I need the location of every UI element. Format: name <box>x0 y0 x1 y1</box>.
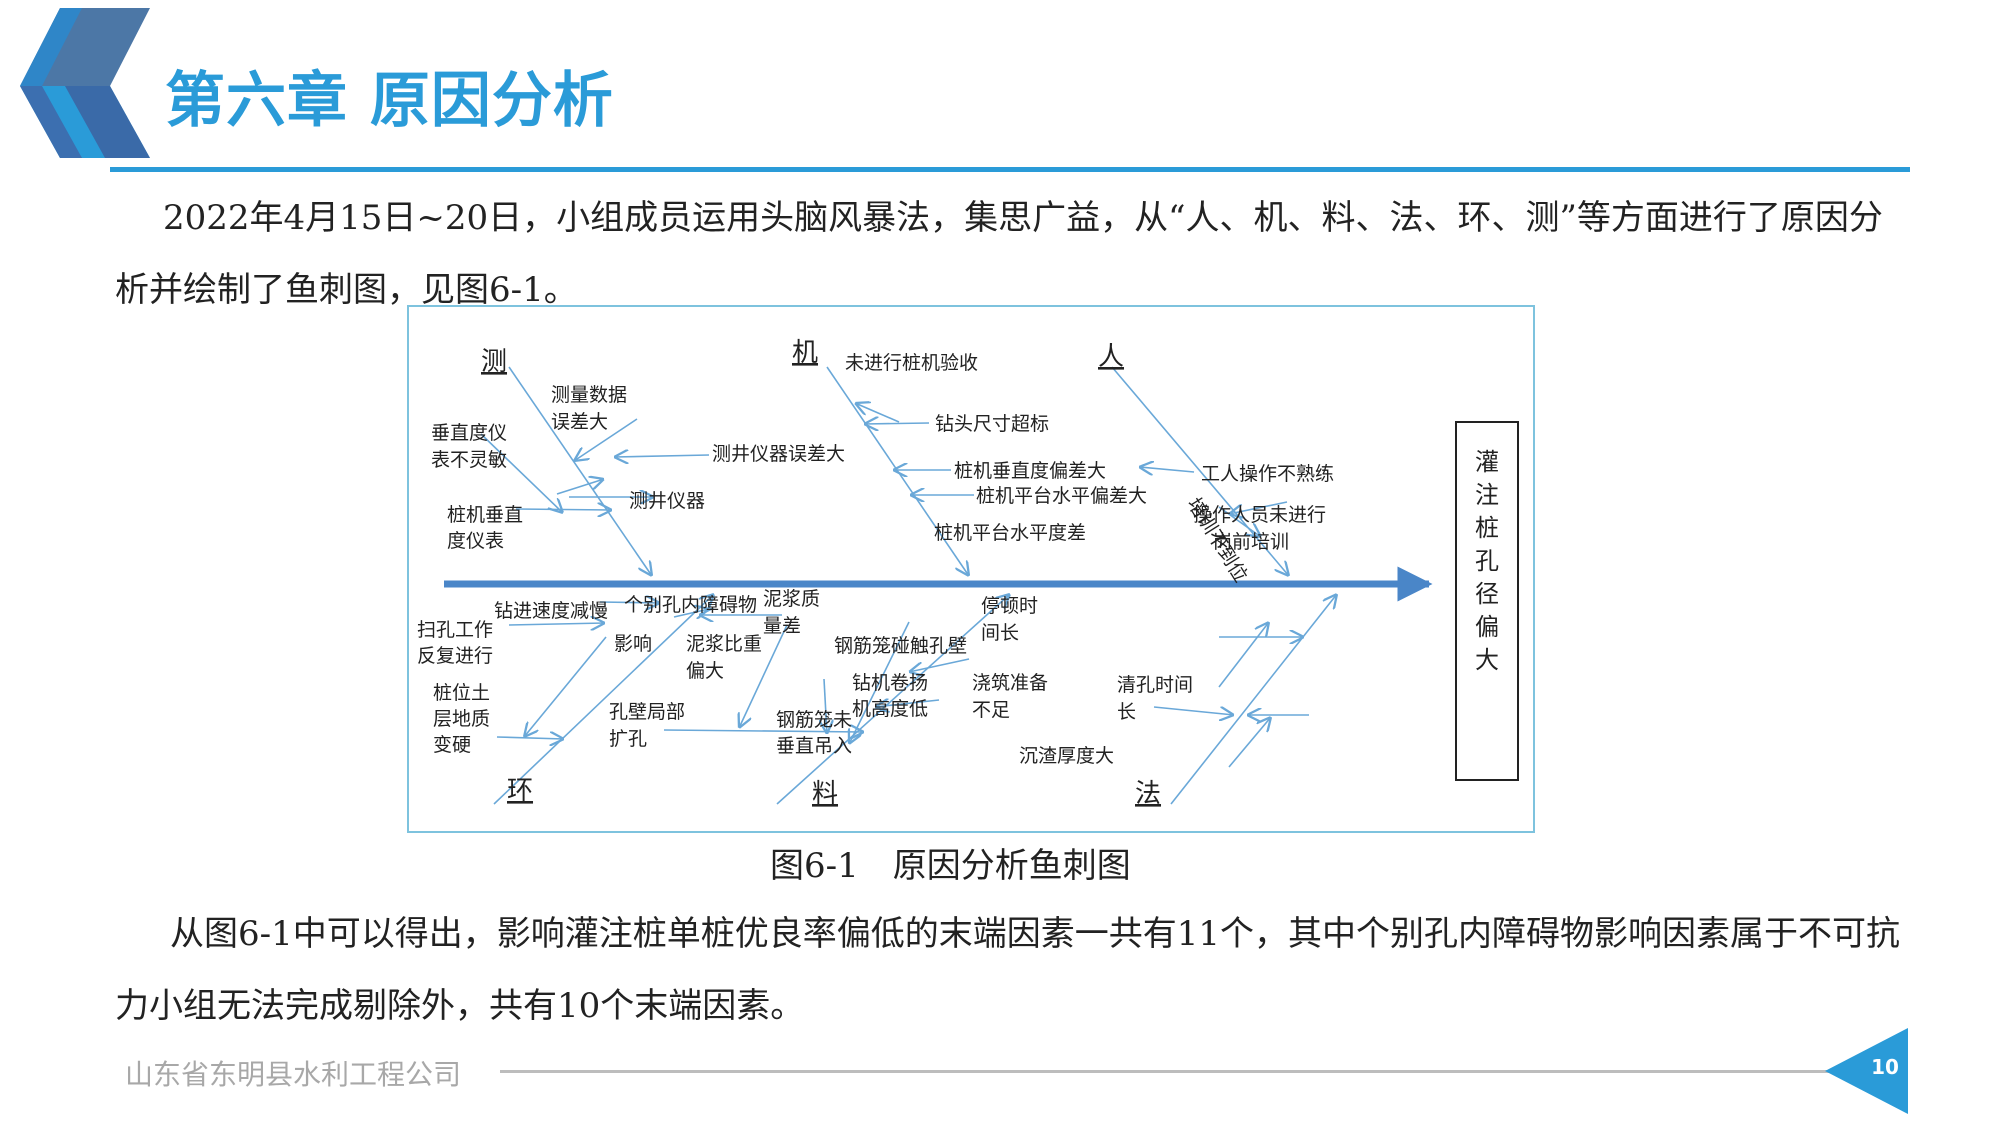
ren-cause-3b: 岗前培训 <box>1213 531 1289 553</box>
huan-arrow-3 <box>524 636 607 737</box>
bone-ji <box>826 366 969 576</box>
ren-arrow-3 <box>1218 506 1261 537</box>
liao-cause-3b: 偏大 <box>686 660 724 682</box>
liao-arrow-4 <box>824 678 827 734</box>
ren-cause-3a: 操作人员未进行 <box>1193 504 1326 526</box>
fa-cause-3b: 长 <box>1117 701 1136 723</box>
ce-arrow-3 <box>614 455 710 457</box>
ce-cause-2b: 表不灵敏 <box>431 449 507 471</box>
head-char-2: 注 <box>1475 481 1499 509</box>
liao-cause-6b: 机高度低 <box>852 698 928 720</box>
head-char-6: 偏 <box>1475 613 1499 641</box>
liao-cause-6a: 钻机卷扬 <box>852 672 928 694</box>
ce-arrow-4 <box>556 479 604 495</box>
ji-cause-1: 未进行桩机验收 <box>845 352 978 374</box>
huan-cause-1: 钻进速度减慢 <box>494 600 608 622</box>
liao-cause-4a: 孔壁局部 <box>609 701 685 723</box>
bone-ce <box>508 366 652 576</box>
ren-cause-1: 工人操作不熟练 <box>1201 463 1334 485</box>
intro-paragraph: 2022年4月15日~20日，小组成员运用头脑风暴法，集思广益，从“人、机、料、… <box>115 198 1883 310</box>
fa-arrow-5 <box>1228 717 1271 768</box>
huan-cause-3b: 层地质 <box>433 708 490 730</box>
page-badge-icon <box>1825 1028 1908 1114</box>
liao-cause-1b: 影响 <box>614 633 652 655</box>
ren-arrow-1 <box>1139 467 1195 472</box>
ce-cause-4: 测井仪器 <box>629 490 705 512</box>
page-number: 10 <box>1871 1055 1899 1079</box>
liao-cause-2a: 泥浆质 <box>763 588 820 610</box>
fa-arrow-3 <box>1153 706 1234 715</box>
ce-arrow-6 <box>515 509 612 510</box>
category-fa: 法 <box>1135 779 1161 809</box>
ce-arrow-2 <box>480 433 563 513</box>
huan-cause-3a: 桩位土 <box>433 682 490 704</box>
title-divider <box>110 167 1910 172</box>
liao-cause-2b: 量差 <box>763 615 801 637</box>
liao-cause-1a: 个别孔内障碍物 <box>624 594 757 616</box>
huan-cause-2b: 反复进行 <box>417 645 493 667</box>
ce-cause-2a: 垂直度仪 <box>431 422 507 444</box>
bone-ren <box>1111 366 1289 576</box>
huan-arrow-2 <box>508 623 605 625</box>
liao-cause-5: 钢筋笼碰触孔壁 <box>834 635 967 657</box>
category-ce: 测 <box>481 347 507 377</box>
ce-cause-5a: 桩机垂直 <box>447 504 523 526</box>
liao-cause-4b: 扩孔 <box>609 728 647 750</box>
company-name: 山东省东明县水利工程公司 <box>125 1058 462 1091</box>
liao-arrow-8 <box>849 621 910 744</box>
fa-cause-2b: 不足 <box>972 699 1010 721</box>
fa-cause-3a: 清孔时间 <box>1117 674 1193 696</box>
ce-cause-3: 测井仪器误差大 <box>712 443 845 465</box>
fa-cause-2a: 浇筑准备 <box>972 672 1048 694</box>
ce-cause-5b: 度仪表 <box>447 530 504 552</box>
ji-cause-4: 桩机平台水平偏差大 <box>976 485 1147 507</box>
liao-arrow-5 <box>909 658 970 672</box>
fa-arrow-2 <box>1218 622 1269 688</box>
page-title: 第六章 原因分析 <box>165 66 614 136</box>
head-char-3: 桩 <box>1475 514 1499 542</box>
ce-cause-1b: 误差大 <box>551 411 608 433</box>
category-liao: 料 <box>812 779 838 809</box>
bone-liao <box>776 594 1010 805</box>
fa-cause-1a: 停顿时 <box>981 595 1038 617</box>
fishbone-head-box <box>1455 421 1519 781</box>
fa-cause-1b: 间长 <box>981 622 1019 644</box>
head-char-5: 径 <box>1475 580 1499 608</box>
liao-arrow-3 <box>739 624 788 728</box>
ce-arrow-1 <box>574 418 638 461</box>
ji-arrow-2 <box>864 423 930 424</box>
liao-cause-7a: 钢筋笼未 <box>776 709 852 731</box>
category-ren: 人 <box>1098 342 1124 372</box>
fa-cause-4: 沉渣厚度大 <box>1019 745 1114 767</box>
ren-arrow-2 <box>1229 501 1288 514</box>
ji-cause-2: 钻头尺寸超标 <box>935 413 1049 435</box>
figure-caption: 图6-1 原因分析鱼刺图 <box>770 846 1131 886</box>
category-ji: 机 <box>792 338 818 368</box>
ji-cause-3: 桩机垂直度偏差大 <box>954 460 1106 482</box>
conclusion-paragraph: 从图6-1中可以得出，影响灌注桩单桩优良率偏低的末端因素一共有11个，其中个别孔… <box>115 914 1901 1026</box>
liao-arrow-6 <box>875 700 940 707</box>
head-char-4: 孔 <box>1475 547 1499 575</box>
fishbone-figure: 灌 注 桩 孔 径 偏 大 测 机 人 环 料 法 测量数据 误差大 <box>407 305 1535 833</box>
huan-cause-2a: 扫孔工作 <box>417 619 493 641</box>
footer-divider <box>500 1070 1840 1073</box>
liao-arrow-7 <box>663 730 864 732</box>
bone-fa <box>1170 594 1337 805</box>
liao-cause-7b: 垂直吊入 <box>776 735 852 757</box>
head-char-1: 灌 <box>1475 448 1499 476</box>
huan-cause-3c: 变硬 <box>433 734 471 756</box>
bone-huan <box>493 594 714 805</box>
chapter-logo-icon <box>20 8 150 158</box>
ji-cause-5: 桩机平台水平度差 <box>934 522 1086 544</box>
category-huan: 环 <box>507 776 533 806</box>
head-char-7: 大 <box>1475 646 1499 674</box>
liao-cause-3a: 泥浆比重 <box>686 633 762 655</box>
huan-arrow-4 <box>496 737 564 739</box>
ji-arrow-1 <box>855 403 900 423</box>
ce-cause-1a: 测量数据 <box>551 384 627 406</box>
huan-arrow-1 <box>599 602 660 603</box>
